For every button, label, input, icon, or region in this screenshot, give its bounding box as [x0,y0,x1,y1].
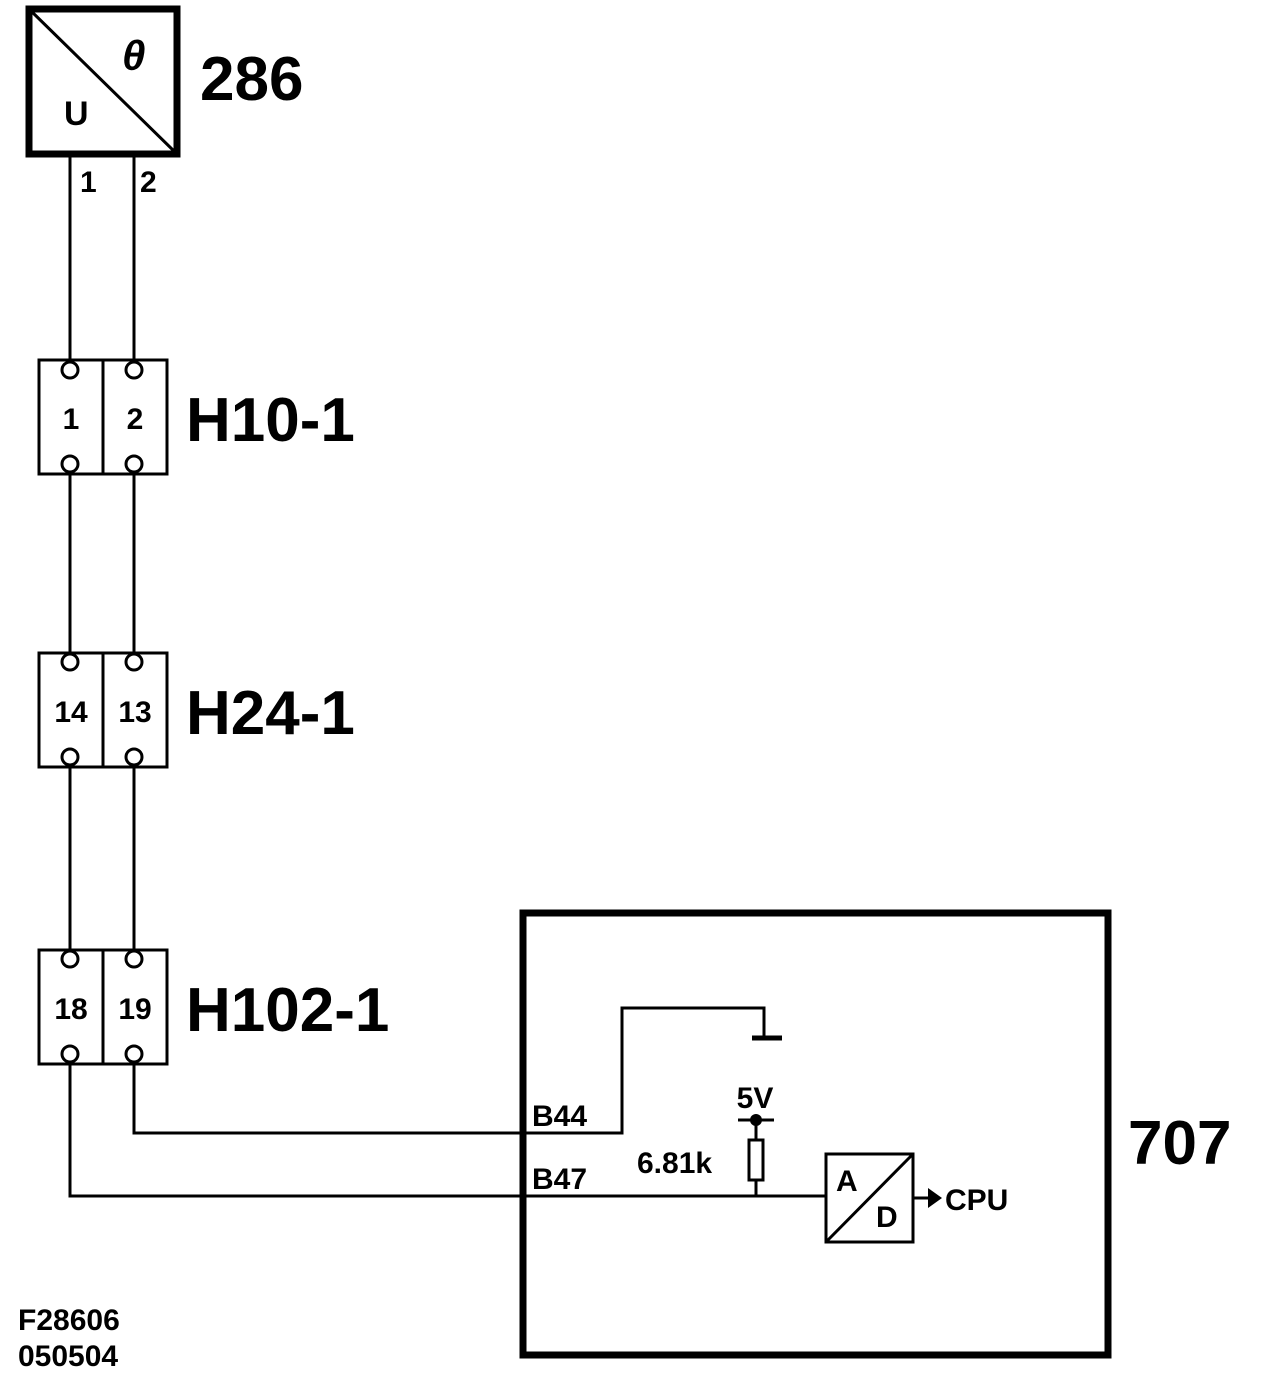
module-box [519,909,1112,1359]
adc-converter: A D [824,1152,915,1244]
pin-b44-label: B44 [532,1100,587,1133]
sensor-pin2-label: 2 [140,166,157,199]
connector-h102-1: 18 19 H102-1 [37,948,389,1066]
arrow-right-icon [928,1188,942,1208]
terminal-circle [124,454,144,474]
sensor-u-symbol: U [64,95,89,133]
figure-id-label: F28606 [18,1304,120,1337]
sensor-diagonal [27,7,179,156]
sensor-286: U θ 286 1 2 [25,5,303,199]
sensor-theta-symbol: θ [122,32,145,79]
terminal-circle [124,360,144,380]
pin-b47-label: B47 [532,1163,587,1196]
terminal-circle [124,747,144,767]
terminal-circle [60,747,80,767]
terminal-circle [124,1044,144,1064]
resistor-value-label: 6.81k [637,1147,712,1180]
wire-b44 [132,1006,766,1135]
connector-name: H10-1 [186,386,355,455]
sensor-ref-label: 286 [200,45,303,114]
connector-name: H24-1 [186,679,355,748]
date-code-label: 050504 [18,1340,118,1373]
terminal-circle [124,949,144,969]
supply-5v: 5V [737,1082,774,1140]
sensor-box [25,5,181,158]
supply-label: 5V [737,1082,774,1115]
connector-right-pin: 13 [118,696,151,729]
terminal-circle [60,949,80,969]
connector-left-pin: 14 [54,696,88,729]
module-707: 707 B44 B47 5V 6.81k A D CPU [519,909,1231,1359]
connector-h24-1: 14 13 H24-1 [37,651,355,769]
terminal-circle [124,652,144,672]
adc-digital-label: D [876,1201,898,1234]
terminal-circle [60,454,80,474]
terminal-circle [60,652,80,672]
connector-right-pin: 2 [127,403,144,436]
connector-h10-1: 1 2 H10-1 [37,358,355,476]
adc-diagonal [824,1152,915,1244]
connector-left-pin: 18 [54,993,87,1026]
connector-left-pin: 1 [63,403,80,436]
terminal-circle [60,360,80,380]
connector-name: H102-1 [186,976,389,1045]
connector-right-pin: 19 [118,993,151,1026]
module-ref-label: 707 [1128,1109,1231,1178]
wires [68,157,826,1198]
terminal-circle [60,1044,80,1064]
adc-analog-label: A [836,1165,858,1198]
sensor-pin1-label: 1 [80,166,97,199]
resistor-icon [747,1138,765,1182]
cpu-label: CPU [945,1184,1008,1217]
wire-b47 [68,1062,826,1198]
resistor: 6.81k [637,1138,765,1196]
footer: F28606 050504 [18,1304,120,1373]
